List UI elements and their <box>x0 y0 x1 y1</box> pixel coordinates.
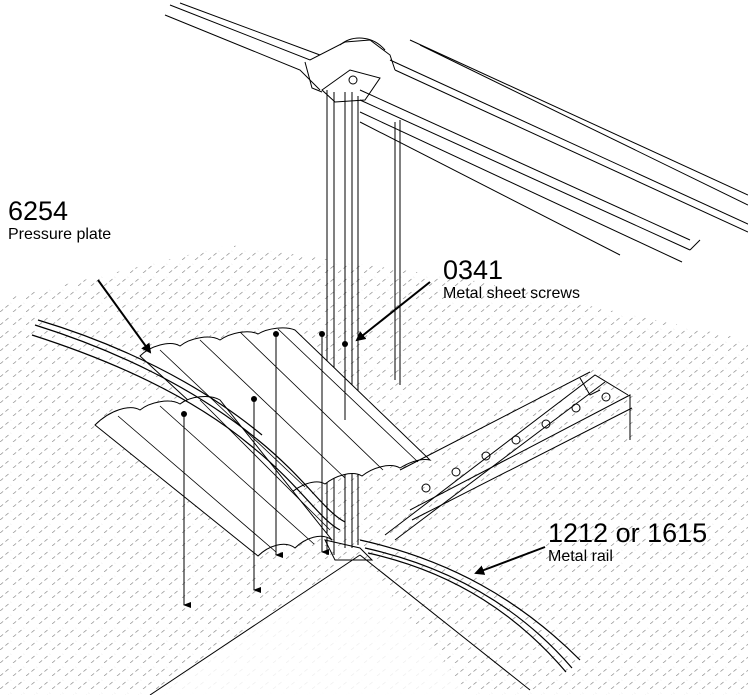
leader-arrows <box>97 279 546 575</box>
ridge-beam <box>164 2 748 263</box>
part-code-pressure-plate: 6254 <box>8 196 69 226</box>
part-name-metal-rail: Metal rail <box>548 548 613 565</box>
right-purlin-frame <box>384 371 633 541</box>
screw-heads <box>181 331 348 417</box>
metal-rail <box>359 539 581 673</box>
part-name-metal-sheet-screws: Metal sheet screws <box>443 285 580 302</box>
part-code-metal-sheet-screws: 0341 <box>443 255 504 285</box>
callout-metal-rail: 1212 or 1615 Metal rail <box>548 519 707 566</box>
part-code-metal-rail: 1212 or 1615 <box>548 518 708 548</box>
part-name-pressure-plate: Pressure plate <box>8 226 112 243</box>
hatched-glazing-surface <box>0 245 748 695</box>
screw-drop-lines <box>183 335 346 608</box>
callout-pressure-plate: 6254 Pressure plate <box>8 197 111 244</box>
corrugated-sheet <box>94 327 432 557</box>
callout-metal-sheet-screws: 0341 Metal sheet screws <box>443 256 580 303</box>
screws-arrow <box>355 281 431 342</box>
pressure-plate-arrow <box>97 279 152 354</box>
metal-rail-arrow <box>474 546 546 575</box>
